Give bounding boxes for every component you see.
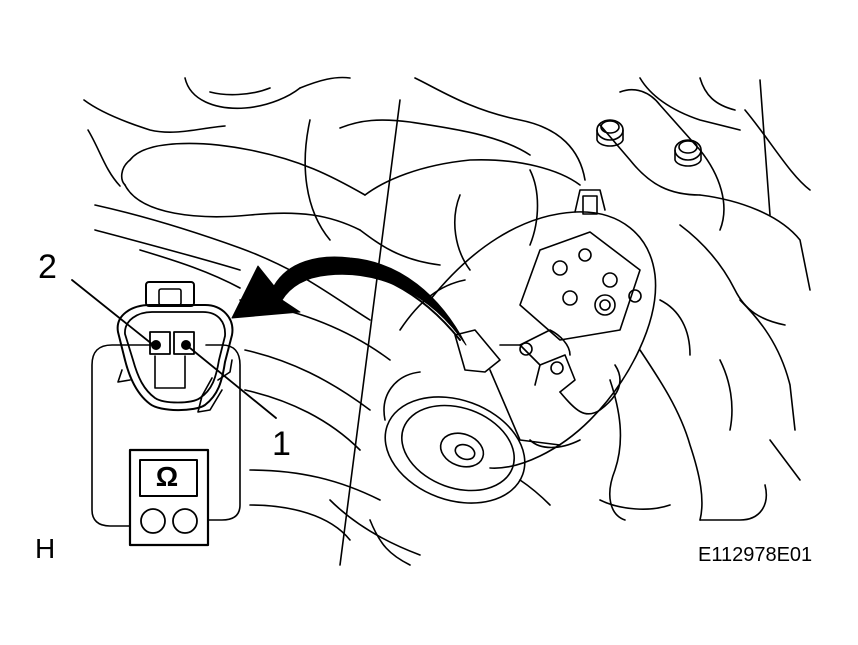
ohmmeter — [130, 450, 208, 545]
callout-leaders — [72, 280, 276, 418]
view-label: H — [35, 533, 56, 564]
connector-terminal-view — [92, 282, 240, 526]
callout-terminal-2: 2 — [38, 248, 57, 286]
ac-compressor — [370, 190, 655, 522]
illustration-code: E112978E01 — [698, 544, 813, 566]
callout-terminal-1: 1 — [272, 425, 291, 463]
direction-arrow — [232, 257, 466, 345]
engine-bay-background — [84, 77, 810, 565]
ohm-symbol: Ω — [155, 461, 179, 492]
